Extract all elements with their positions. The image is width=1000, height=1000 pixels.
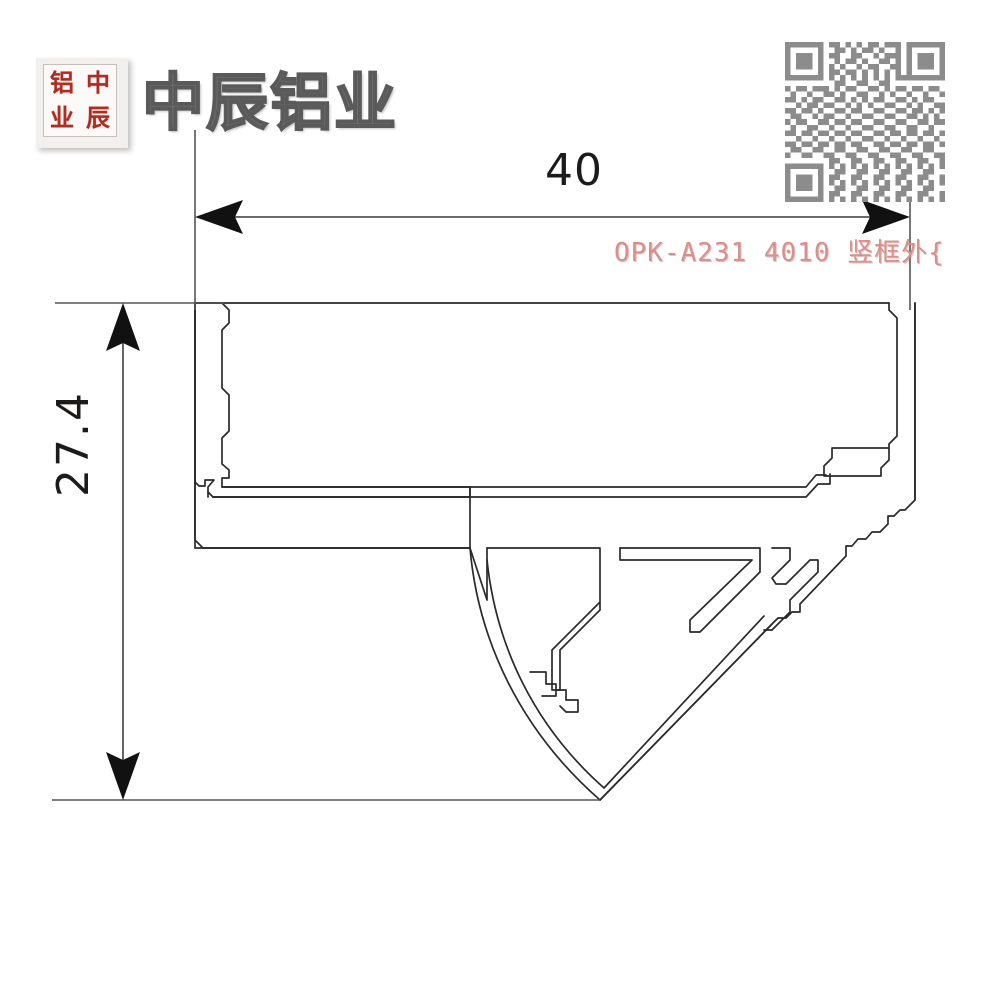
profile-contour-detail (194, 302, 916, 549)
arrow-up (106, 303, 140, 351)
width-dimension-value: 40 (545, 145, 603, 196)
company-logo: 铝 中 业 辰 中辰铝业 (36, 58, 398, 148)
arrow-down (106, 752, 140, 800)
qr-code[interactable] (785, 38, 945, 206)
company-name: 中辰铝业 (141, 66, 399, 139)
height-dimension-value: 27.4 (48, 391, 99, 497)
arrow-left (195, 200, 243, 234)
seal-inner: 铝 中 业 辰 (43, 64, 117, 137)
arrow-right (862, 200, 910, 234)
qr-code-matrix (785, 42, 945, 202)
seal-char-3: 业 (50, 104, 74, 133)
seal-char-2: 中 (86, 68, 110, 97)
part-number-label: OPK-A231 4010 竖框外{ (614, 238, 945, 268)
extension-lines (52, 130, 911, 801)
height-dimension-line (106, 303, 140, 800)
seal-stamp-icon: 铝 中 业 辰 (36, 58, 128, 148)
seal-char-1: 铝 (50, 68, 74, 97)
seal-char-4: 辰 (86, 104, 110, 133)
width-dimension-line (195, 200, 910, 234)
